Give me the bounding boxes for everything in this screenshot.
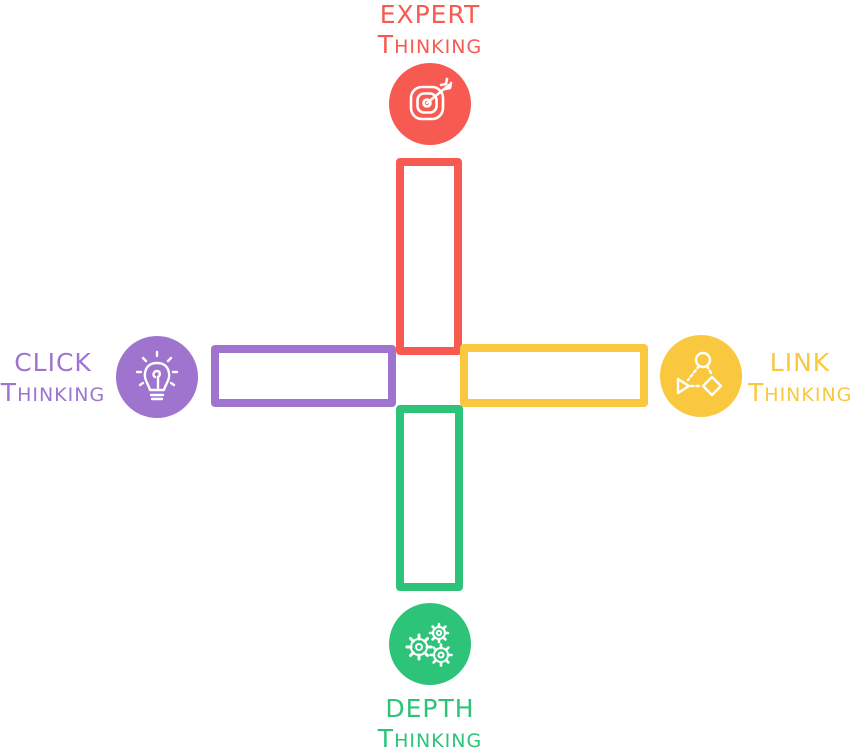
click-bar — [211, 345, 396, 407]
expert-thinking-circle — [389, 63, 471, 145]
expert-thinking-label: EXPERT THINKING — [360, 2, 500, 57]
link-thinking-label: LINK THINKING — [748, 350, 852, 405]
link-bar — [460, 344, 648, 407]
lightbulb-icon — [135, 350, 179, 401]
depth-bar — [396, 405, 463, 591]
target-icon — [409, 77, 453, 121]
click-subtitle: THINKING — [0, 378, 106, 407]
link-title: LINK — [769, 348, 831, 377]
click-thinking-label: CLICK THINKING — [0, 350, 106, 405]
link-subtitle: THINKING — [748, 378, 852, 407]
depth-subtitle: THINKING — [377, 724, 483, 753]
depth-title: DEPTH — [385, 694, 475, 723]
click-title: CLICK — [14, 348, 92, 377]
gears-icon — [405, 622, 453, 667]
expert-title: EXPERT — [379, 0, 481, 29]
flowchart-icon — [676, 351, 723, 397]
depth-thinking-label: DEPTH THINKING — [360, 696, 500, 751]
depth-thinking-circle — [389, 603, 471, 685]
expert-subtitle: THINKING — [377, 30, 483, 59]
expert-bar — [396, 158, 462, 355]
click-thinking-circle — [116, 336, 198, 418]
link-thinking-circle — [660, 335, 742, 417]
